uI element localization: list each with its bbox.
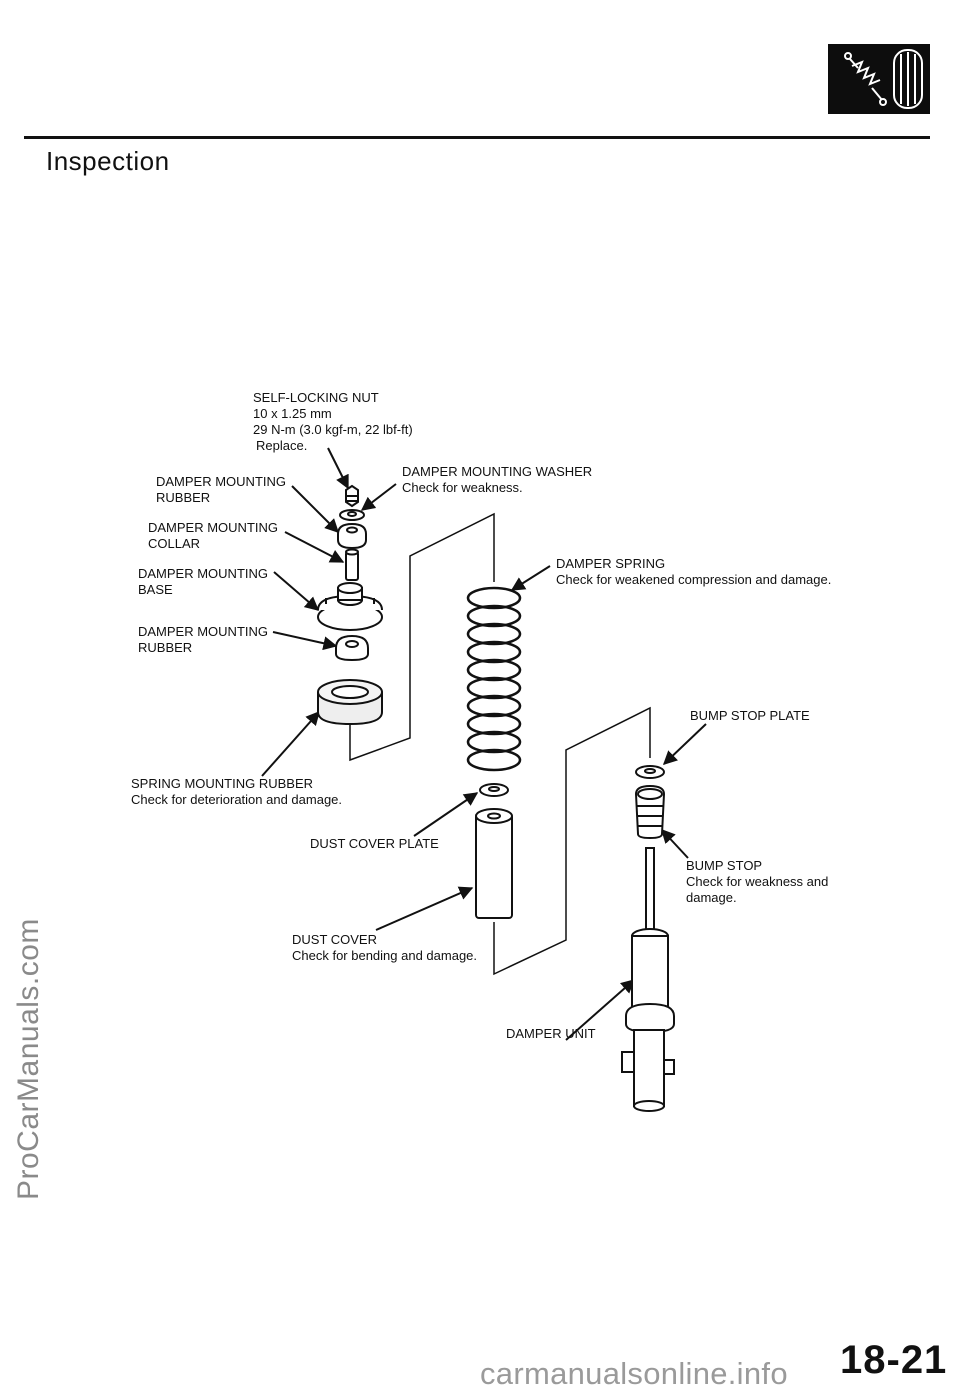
callout-mounting-washer: DAMPER MOUNTING WASHER Check for weaknes… [402,464,592,496]
header-rule [24,136,930,139]
shock-absorber-icon [828,44,930,114]
leader-spring-mounting-rubber [261,710,320,777]
leader-mounting-collar [284,531,345,563]
dust-cover-plate-part [479,783,509,797]
bump-stop-plate-part [635,765,665,779]
label-damper-spring: DAMPER SPRING [556,556,666,571]
page-title: Inspection [46,146,170,176]
callout-damper-unit: DAMPER UNIT [506,1026,596,1042]
dust-cover-part [475,808,513,919]
label-mounting-collar-2: COLLAR [148,536,201,551]
note-bump-stop-2: damage. [686,890,737,905]
leader-bump-stop [661,828,689,859]
leader-dust-cover-plate [413,792,479,837]
label-damper-unit: DAMPER UNIT [506,1026,596,1041]
label-mounting-collar: DAMPER MOUNTING [148,520,278,535]
mounting-rubber-top-part [337,522,367,550]
leader-damper-unit [565,979,636,1041]
self-locking-nut-part [345,484,359,508]
mounting-collar-part [345,548,359,581]
damper-unit-part [621,847,675,1112]
label-mounting-rubber-top-2: RUBBER [156,490,211,505]
label-self-locking-nut: SELF-LOCKING NUT [253,390,379,405]
note-damper-spring: Check for weakened compression and damag… [556,572,832,587]
spring-mounting-rubber-part [317,679,383,726]
callout-bump-stop-plate: BUMP STOP PLATE [690,708,810,724]
note-replace: Replace. [256,438,308,453]
callout-mounting-rubber-bottom: DAMPER MOUNTING RUBBER [138,624,268,656]
label-dust-cover: DUST COVER [292,932,377,947]
damper-spring-part [466,586,522,772]
label-spring-mounting-rubber: SPRING MOUNTING RUBBER [131,776,314,791]
callout-damper-spring: DAMPER SPRING Check for weakened compres… [556,556,831,588]
mounting-base-part [317,582,383,631]
callout-mounting-base: DAMPER MOUNTING BASE [138,566,268,598]
spec-torque: 29 N-m (3.0 kgf-m, 22 lbf-ft) [253,422,413,437]
note-dust-cover: Check for bending and damage. [292,948,478,963]
bump-stop-part [634,784,666,840]
callout-bump-stop: BUMP STOP Check for weakness and damage. [686,858,828,906]
leader-dust-cover [375,886,474,931]
leader-bump-stop-plate [662,723,707,765]
label-bump-stop-plate: BUMP STOP PLATE [690,708,810,723]
label-mounting-rubber-bottom-2: RUBBER [138,640,193,655]
note-mounting-washer: Check for weakness. [402,480,523,495]
note-bump-stop: Check for weakness and [686,874,829,889]
mounting-rubber-bottom-part [335,634,369,662]
callout-spring-mounting-rubber: SPRING MOUNTING RUBBER Check for deterio… [131,776,342,808]
leader-self-locking-nut [327,447,349,490]
label-mounting-base: DAMPER MOUNTING [138,566,268,581]
label-mounting-rubber-top: DAMPER MOUNTING [156,474,286,489]
mounting-washer-part [339,509,365,521]
label-bump-stop: BUMP STOP [686,858,763,873]
watermark-bottom: carmanualsonline.info [480,1356,788,1391]
watermark-side: ProCarManuals.com [12,918,45,1200]
callout-mounting-collar: DAMPER MOUNTING COLLAR [148,520,278,552]
callout-dust-cover-plate: DUST COVER PLATE [310,836,439,852]
note-spring-mounting-rubber: Check for deterioration and damage. [131,792,343,807]
label-dust-cover-plate: DUST COVER PLATE [310,836,439,851]
callout-mounting-rubber-top: DAMPER MOUNTING RUBBER [156,474,286,506]
leader-mounting-base [273,571,320,611]
label-mounting-rubber-bottom: DAMPER MOUNTING [138,624,268,639]
leader-mounting-rubber-top [291,485,339,533]
leader-damper-spring [510,565,551,591]
callout-self-locking-nut: SELF-LOCKING NUT 10 x 1.25 mm 29 N-m (3.… [253,390,413,454]
spec-size: 10 x 1.25 mm [253,406,332,421]
label-mounting-washer: DAMPER MOUNTING WASHER [402,464,593,479]
page-number: 18-21 [840,1338,948,1382]
leader-mounting-washer [360,483,397,511]
label-mounting-base-2: BASE [138,582,173,597]
leader-mounting-rubber-bottom [272,631,338,651]
callout-dust-cover: DUST COVER Check for bending and damage. [292,932,477,964]
